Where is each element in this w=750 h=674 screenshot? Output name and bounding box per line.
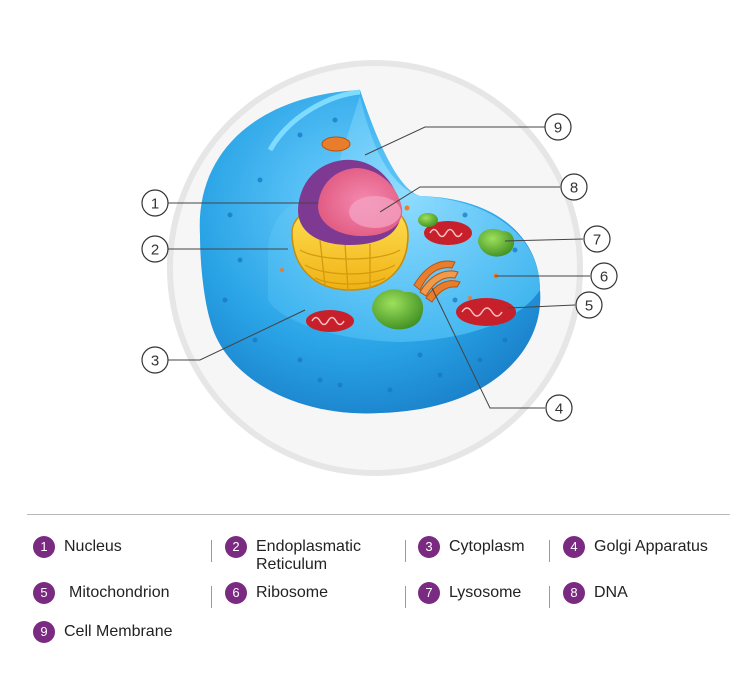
golgi-small <box>321 136 351 152</box>
legend-label: Cell Membrane <box>64 623 173 640</box>
svg-text:9: 9 <box>554 120 562 137</box>
svg-text:7: 7 <box>593 232 601 249</box>
legend-badge: 5 <box>33 582 55 604</box>
legend-item-cytoplasm: 3 Cytoplasm <box>418 536 525 558</box>
legend-label: Golgi Apparatus <box>594 538 708 555</box>
legend-label-line-2: Reticulum <box>256 556 328 573</box>
mitochondrion-top <box>424 221 472 245</box>
legend-item-golgi-apparatus: 4 Golgi Apparatus <box>563 536 708 558</box>
legend-badge: 9 <box>33 621 55 643</box>
lysosome-small <box>418 213 438 227</box>
golgi-apparatus <box>413 260 461 303</box>
cell-diagram: 1 Nucleus 2 Endoplasmatic Reticulum 3 Cy… <box>141 60 618 476</box>
legend-separator <box>549 586 550 608</box>
callout-3: 3 Cytoplasm <box>141 346 169 374</box>
legend-badge: 2 <box>225 536 247 558</box>
legend-separator <box>211 540 212 562</box>
lysosome-right <box>478 228 515 257</box>
callout-1: 1 Nucleus <box>141 189 169 217</box>
legend-label: Cytoplasm <box>449 538 525 555</box>
svg-text:5: 5 <box>585 298 593 315</box>
legend-item-endoplasmatic-reticulum: 2 Endoplasmatic Reticulum <box>225 536 361 574</box>
svg-text:6: 6 <box>600 269 608 286</box>
mitochondrion-left <box>306 310 354 332</box>
legend-badge: 4 <box>563 536 585 558</box>
legend-separator <box>405 540 406 562</box>
callout-8: 8 DNA <box>560 173 588 201</box>
legend-item-dna: 8 DNA <box>563 582 628 604</box>
legend-badge: 7 <box>418 582 440 604</box>
legend-separator <box>211 586 212 608</box>
legend-label: Nucleus <box>64 538 122 555</box>
legend-label: DNA <box>594 584 628 601</box>
membrane-ridge <box>267 89 361 152</box>
legend-label: Lysosome <box>449 584 522 601</box>
callout-2: 2 Endoplasmatic Reticulum <box>141 235 169 263</box>
legend-badge: 8 <box>563 582 585 604</box>
callout-7: 7 Lysosome <box>583 225 611 253</box>
svg-text:2: 2 <box>151 242 159 259</box>
callout-leader-lines <box>168 126 590 409</box>
legend-label-line-1: Endoplasmatic <box>256 538 361 555</box>
legend-badge: 3 <box>418 536 440 558</box>
callout-5: 5 Mitochondrion <box>575 291 603 319</box>
legend-item-cell-membrane: 9 Cell Membrane <box>33 621 172 643</box>
lysosome-center <box>372 289 424 330</box>
ribosomes <box>280 205 499 300</box>
svg-text:1: 1 <box>151 196 159 213</box>
legend-label: Mitochondrion <box>69 584 170 601</box>
svg-text:3: 3 <box>151 353 159 370</box>
legend-item-lysosome: 7 Lysosome <box>418 582 521 604</box>
legend-separator <box>405 586 406 608</box>
legend-label: Ribosome <box>256 584 329 601</box>
callout-4: 4 Golgi Apparatus <box>545 394 573 422</box>
legend-badge: 1 <box>33 536 55 558</box>
legend-badge: 6 <box>225 582 247 604</box>
legend-item-ribosome: 6 Ribosome <box>225 582 328 604</box>
nucleolus <box>349 196 401 228</box>
legend-label: Endoplasmatic Reticulum <box>256 536 361 574</box>
er-folds <box>299 239 401 291</box>
legend-divider <box>27 514 730 515</box>
callout-6: 6 Ribosome <box>590 262 618 290</box>
svg-text:4: 4 <box>555 401 563 418</box>
legend-item-nucleus: 1 Nucleus <box>33 536 122 558</box>
legend-item-mitochondrion: 5 Mitochondrion <box>33 582 170 604</box>
callout-9: 9 Cell Membrane <box>544 113 572 141</box>
legend-separator <box>549 540 550 562</box>
mitochondrion-right <box>456 298 516 326</box>
svg-text:8: 8 <box>570 180 578 197</box>
